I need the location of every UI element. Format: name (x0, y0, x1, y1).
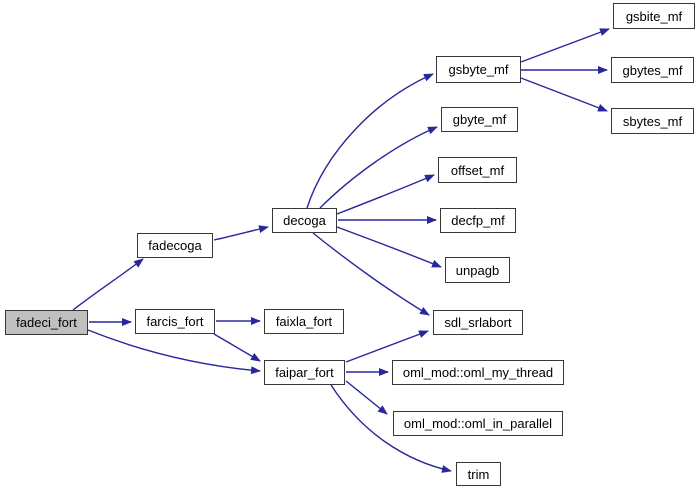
node-unpagb[interactable]: unpagb (445, 257, 510, 283)
node-gbytes_mf[interactable]: gbytes_mf (611, 57, 694, 83)
edge-fadecoga-decoga (213, 225, 269, 241)
edge-faipar_fort-oml_mod_oml_in_parallel (345, 380, 388, 415)
node-trim[interactable]: trim (456, 462, 501, 486)
node-faipar_fort[interactable]: faipar_fort (264, 360, 345, 385)
edge-decoga-gsbyte_mf (306, 73, 434, 209)
edge-faipar_fort-sdl_srlabort (345, 330, 429, 363)
node-gsbyte_mf[interactable]: gsbyte_mf (436, 56, 521, 83)
node-gsbite_mf[interactable]: gsbite_mf (613, 3, 695, 29)
edge-gsbyte_mf-gsbite_mf (520, 28, 610, 63)
node-farcis_fort[interactable]: farcis_fort (135, 309, 215, 334)
node-decfp_mf[interactable]: decfp_mf (440, 208, 516, 233)
node-offset_mf[interactable]: offset_mf (438, 157, 517, 183)
node-fadecoga[interactable]: fadecoga (137, 233, 213, 258)
edge-decoga-gbyte_mf (319, 126, 438, 209)
node-oml_mod-oml_my_thread[interactable]: oml_mod::oml_my_thread (392, 360, 564, 385)
node-gbyte_mf[interactable]: gbyte_mf (441, 107, 518, 132)
edge-decoga-sdl_srlabort (312, 232, 430, 316)
node-faixla_fort[interactable]: faixla_fort (264, 309, 344, 334)
node-oml_mod-oml_in_parallel[interactable]: oml_mod::oml_in_parallel (393, 411, 563, 436)
node-fadeci_fort: fadeci_fort (5, 310, 88, 335)
node-sbytes_mf[interactable]: sbytes_mf (611, 108, 694, 134)
node-sdl_srlabort[interactable]: sdl_srlabort (433, 310, 523, 335)
edge-faipar_fort-trim (330, 384, 452, 473)
edge-gsbyte_mf-sbytes_mf (520, 77, 608, 112)
node-decoga[interactable]: decoga (272, 208, 337, 233)
edge-decoga-unpagb (336, 226, 442, 268)
edge-fadeci_fort-fadecoga (72, 258, 144, 311)
edge-fadeci_fort-faipar_fort (87, 329, 261, 375)
edge-farcis_fort-faipar_fort (213, 333, 261, 362)
edge-decoga-offset_mf (336, 174, 435, 215)
